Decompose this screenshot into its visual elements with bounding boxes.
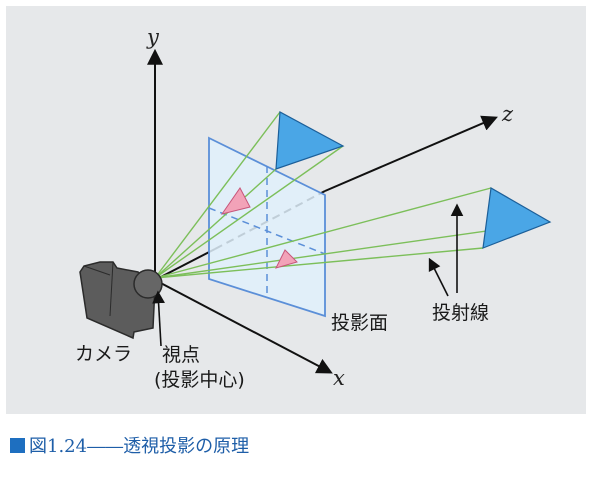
projection-line [154,168,277,279]
viewpoint-label: 視点 [162,344,200,366]
z-axis-back [324,115,498,192]
caption-square-icon [10,437,25,453]
figure-caption: 図1.24――透視投影の原理 [10,432,249,458]
y-axis-label: y [146,25,160,49]
object-triangle-far [482,187,552,249]
projection-line [154,247,484,279]
projection-line [154,145,344,279]
viewpoint-sublabel: (投影中心) [154,369,245,391]
object-triangle-near [275,111,345,170]
projection-lines-pointer-2 [428,257,449,297]
plane-center-horizontal [208,207,326,255]
projection-lines-group [154,111,551,279]
x-axis [154,279,333,374]
z-axis-label: z [501,102,514,126]
figure-caption-text: 図1.24――透視投影の原理 [29,436,250,457]
projection-lines-label: 投射線 [432,302,489,324]
projected-triangle-lower [275,249,298,269]
camera-label: カメラ [75,343,132,365]
x-axis-label: x [333,366,345,390]
projection-line [154,111,281,279]
viewpoint-pointer [152,290,165,347]
projection-plane-label: 投影面 [331,312,388,334]
projection-line [154,221,551,279]
camera-icon [79,261,163,340]
projection-line [154,187,492,279]
projected-triangle-upper [220,187,251,215]
